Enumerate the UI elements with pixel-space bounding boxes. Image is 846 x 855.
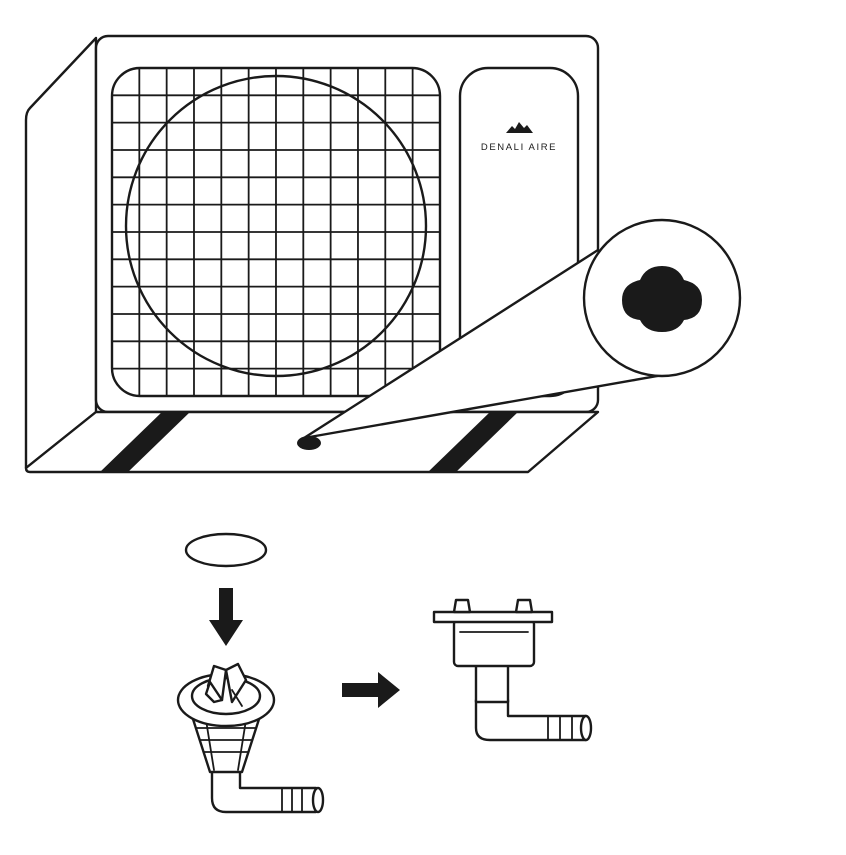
fan-circle [124,74,428,378]
arrow-right-icon [342,672,400,708]
brand-name: DENALI AIRE [481,142,557,153]
drain-connector-with-washer [176,662,325,814]
drain-connector-installed [432,598,593,742]
installed-flange [432,610,554,624]
connector-elbow [210,768,318,814]
mounting-foot-left [100,412,190,472]
installed-cup [452,618,536,668]
mountain-icon [506,122,533,133]
drain-hole-zoomed [622,266,702,332]
installed-neck [474,662,510,704]
mounting-foot-right [428,412,518,472]
installed-elbow [474,698,588,742]
fan-grille [110,66,442,398]
rubber-washer [184,532,268,568]
arrow-down-icon [209,588,243,646]
unit-side-panel [24,36,98,470]
drain-hole-marker [297,436,321,450]
drain-hole-callout [297,218,742,450]
